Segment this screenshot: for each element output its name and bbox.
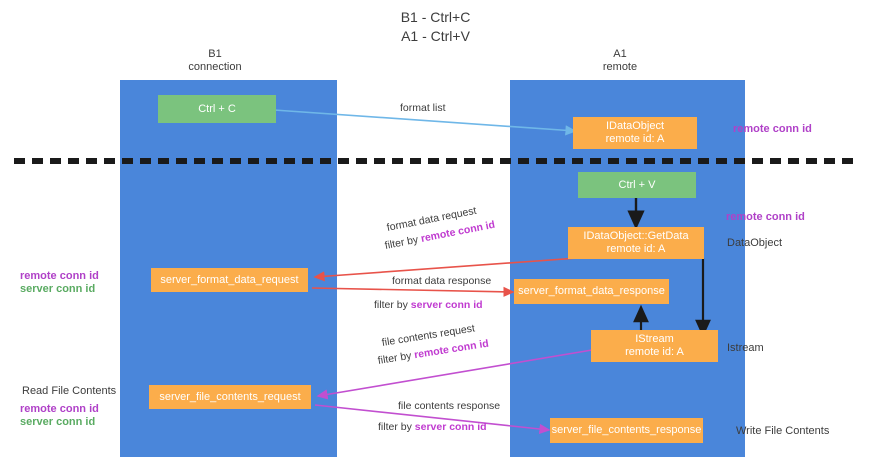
label-left-remote-conn-id-1: remote conn id <box>20 270 99 282</box>
label-left-read-file-contents: Read File Contents <box>22 385 117 397</box>
lane-header-a1: A1 remote <box>555 48 685 74</box>
node-server-file-contents-response-label: server_file_contents_response <box>551 424 702 436</box>
node-istream-line2: remote id: A <box>625 346 684 358</box>
node-server-format-data-response[interactable]: server_format_data_response <box>514 279 669 304</box>
label-right-remote-conn-id-1: remote conn id <box>733 123 812 135</box>
node-ctrl-v-label: Ctrl + V <box>618 178 656 191</box>
lane-b1-name: B1 <box>208 48 222 60</box>
filter-prefix: filter by <box>378 421 415 433</box>
node-server-format-data-response-label: server_format_data_response <box>518 285 665 297</box>
node-istream[interactable]: IStream remote id: A <box>591 330 718 362</box>
node-ctrl-c-label: Ctrl + C <box>198 102 236 115</box>
edge-label-format-data-response-filter: filter by server conn id <box>374 299 483 312</box>
filter-prefix: filter by <box>383 233 423 252</box>
label-right-remote-conn-id-2: remote conn id <box>726 211 805 223</box>
lane-a1-name: A1 <box>613 48 627 60</box>
label-right-istream: Istream <box>727 342 764 354</box>
node-ctrl-c[interactable]: Ctrl + C <box>158 95 276 123</box>
page-title-line1: B1 - Ctrl+C <box>400 9 471 25</box>
node-getdata-line2: remote id: A <box>606 243 666 255</box>
node-idataobject-line2: remote id: A <box>605 133 665 145</box>
node-ctrl-v[interactable]: Ctrl + V <box>578 172 696 198</box>
filter-key: server conn id <box>414 421 487 433</box>
label-left-remote-conn-id-2: remote conn id <box>20 403 99 415</box>
node-server-file-contents-response[interactable]: server_file_contents_response <box>550 418 703 443</box>
edge-label-format-list: format list <box>400 102 446 114</box>
edge-label-file-contents-response-filter: filter by server conn id <box>378 421 487 434</box>
edge-label-file-contents-response: file contents response <box>398 400 501 412</box>
filter-key: server conn id <box>410 299 483 311</box>
filter-prefix: filter by <box>376 349 416 367</box>
page-title: B1 - Ctrl+C A1 - Ctrl+V <box>0 8 871 46</box>
page-title-line2: A1 - Ctrl+V <box>401 28 470 44</box>
node-server-file-contents-request[interactable]: server_file_contents_request <box>149 385 311 409</box>
label-right-dataobject: DataObject <box>727 237 783 249</box>
lane-header-b1: B1 connection <box>150 48 280 74</box>
lane-b1-role: connection <box>188 61 242 73</box>
label-left-server-conn-id-2: server conn id <box>20 416 96 428</box>
node-getdata-line1: IDataObject::GetData <box>583 230 689 242</box>
node-server-format-data-request-label: server_format_data_request <box>160 273 299 286</box>
node-server-format-data-request[interactable]: server_format_data_request <box>151 268 308 292</box>
node-istream-line1: IStream <box>635 333 674 345</box>
node-server-file-contents-request-label: server_file_contents_request <box>159 390 301 403</box>
node-getdata[interactable]: IDataObject::GetData remote id: A <box>568 227 704 259</box>
filter-prefix: filter by <box>374 299 411 311</box>
arrow-format-data-response <box>311 286 515 297</box>
edge-label-format-data-response: format data response <box>392 275 492 287</box>
node-idataobject[interactable]: IDataObject remote id: A <box>573 117 697 149</box>
label-left-server-conn-id-1: server conn id <box>20 283 96 295</box>
node-idataobject-line1: IDataObject <box>605 120 665 132</box>
lane-a1-role: remote <box>602 61 638 73</box>
label-right-write-file-contents: Write File Contents <box>736 425 830 437</box>
